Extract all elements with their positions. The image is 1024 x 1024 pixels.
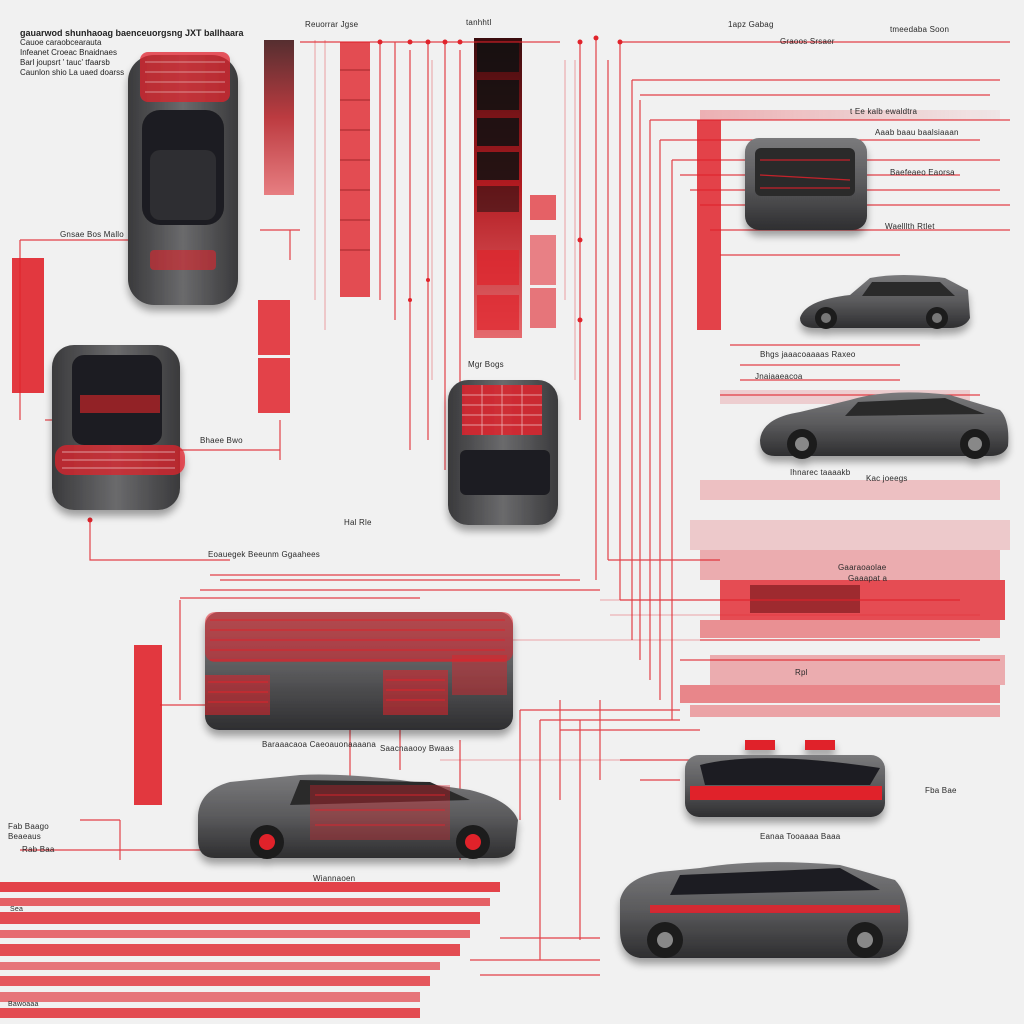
label-right-8: Kac joeegs <box>866 474 908 483</box>
title-line-5: Caunlon shio La uaed doarss <box>20 68 125 77</box>
label-bottom-left-4: Sea <box>10 906 24 913</box>
label-mid-3: Hal Rle <box>344 518 372 527</box>
car-right-top <box>745 138 867 230</box>
label-top-mid-right: Reuorrar Jgse <box>305 20 359 29</box>
label-bottom-3: Wiannaoen <box>313 874 356 883</box>
car-top-view-1 <box>128 52 238 305</box>
car-side-cutaway <box>198 774 518 859</box>
label-top-center: tanhhtl <box>466 18 492 27</box>
label-right-2: Aaab baau baalsiaaan <box>875 128 959 137</box>
label-top-right-2: tmeedaba Soon <box>890 25 950 34</box>
label-bottom-right-1: Eanaa Tooaaaa Baaa <box>760 832 841 841</box>
column-1 <box>264 40 294 195</box>
car-rear-view-center <box>448 380 558 525</box>
label-mid-1: Bhaee Bwo <box>200 436 243 445</box>
label-mid-4: Eoauegek Beeunm Ggaahees <box>208 550 320 559</box>
label-right-7: Ihnarec taaaakb <box>790 468 851 477</box>
label-right-9: Gaaraoaolae <box>838 563 887 572</box>
car-cutaway-chassis <box>205 612 513 730</box>
label-right-11: Rpl <box>795 668 808 677</box>
column-3 <box>474 38 522 338</box>
label-bottom-2: Saacnaaooy Bwaas <box>380 744 454 753</box>
title-line-4: Barl joupsrt ' tauc' tfaarsb <box>20 58 110 67</box>
title-line-3: Infeanet Croeac Bnaidnaes <box>20 48 117 57</box>
column-2 <box>340 42 370 297</box>
label-top-right-3: Graoos Srsaer <box>780 37 835 46</box>
label-bottom-1: Baraaacaoa Caeoauonaaaana <box>262 740 376 749</box>
car-side-view-2 <box>760 392 1009 459</box>
label-bottom-left-1: Fab Baago <box>8 822 49 831</box>
title-block: gauarwod shunhaoag baenceuorgsng JXT bal… <box>20 28 244 78</box>
car-side-view-1 <box>800 275 970 329</box>
label-bottom-right-2: Fba Bae <box>925 786 957 795</box>
title-line-2: Cauoe caraobcearauta <box>20 38 102 47</box>
label-right-5: Jnaiaaeacoa <box>755 372 803 381</box>
label-bottom-left-2: Beaeaus <box>8 832 41 841</box>
label-mid-2: Mgr Bogs <box>468 360 504 369</box>
title-line-1: gauarwod shunhaoag baenceuorgsng JXT bal… <box>20 28 244 38</box>
label-right-3: Baefeaeo Eaorsa <box>890 168 955 177</box>
car-top-view-2 <box>52 345 185 510</box>
bottom-left-red-bars <box>0 882 500 1018</box>
label-bottom-left-5: Bawoaaa <box>8 1001 39 1008</box>
label-left-top: Gnsae Bos Mallo <box>60 230 124 239</box>
car-rear-three-quarter <box>685 740 885 817</box>
label-right-6: Bhgs jaaacoaaaas Raxeo <box>760 350 856 359</box>
label-right-1: t Ee kalb ewaldtra <box>850 107 918 116</box>
car-bottom-right-sedan <box>620 862 909 958</box>
label-top-right-1: 1apz Gabag <box>728 20 774 29</box>
label-right-4: Waelllth Rtlet <box>885 222 935 231</box>
label-bottom-left-3: Rab Baa <box>22 845 55 854</box>
label-right-10: Gaaapat a <box>848 574 888 583</box>
